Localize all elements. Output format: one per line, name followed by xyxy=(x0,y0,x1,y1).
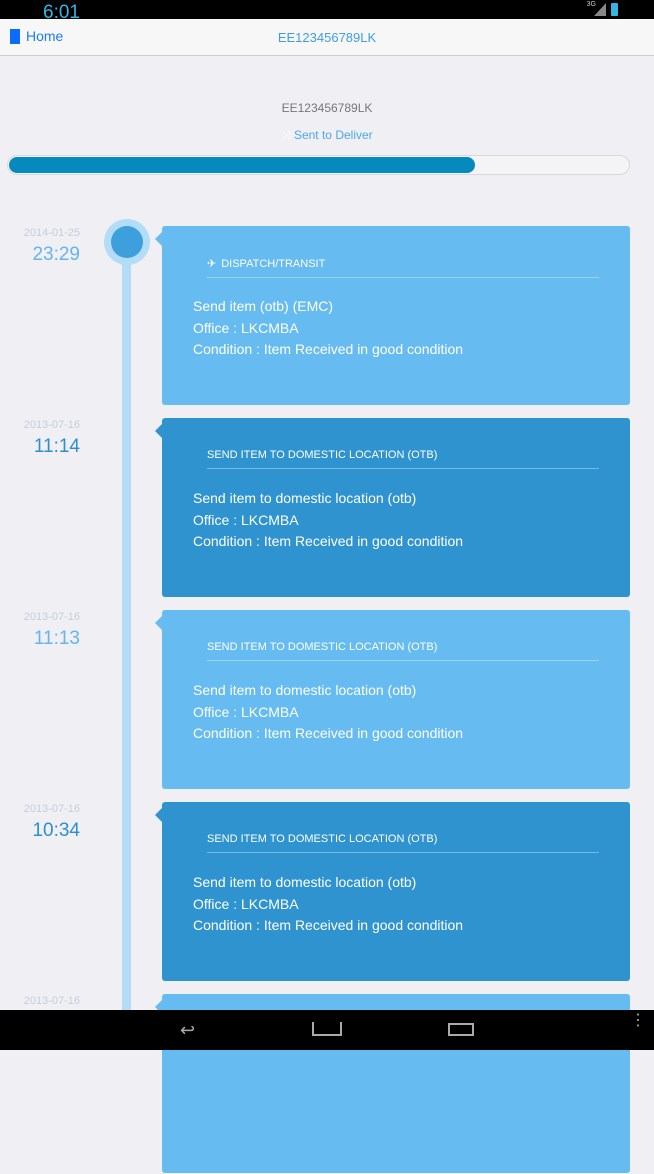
timeline-entry: 2013-07-16 10:34 SEND ITEM TO DOMESTIC LO… xyxy=(0,802,654,982)
event-description: Send item to domestic location (otb) xyxy=(193,682,417,698)
event-condition: Condition : Item Received in good condit… xyxy=(193,725,464,741)
home-nav-icon[interactable] xyxy=(312,1022,342,1036)
event-title: SEND ITEM TO DOMESTIC LOCATION (OTB) xyxy=(207,641,599,661)
event-title-text: SEND ITEM TO DOMESTIC LOCATION (OTB) xyxy=(207,449,438,461)
status-text: Sent to Deliver xyxy=(293,128,373,142)
timeline-current-dot xyxy=(104,219,150,265)
event-time: 11:13 xyxy=(33,628,80,649)
recents-icon[interactable] xyxy=(448,1023,474,1036)
event-date: 2013-07-16 xyxy=(23,611,80,623)
event-date: 2014-01-25 xyxy=(23,227,80,239)
action-bar: Home EE123456789LK xyxy=(0,19,654,56)
event-condition: Condition : Item Received in good condit… xyxy=(193,341,464,357)
app-icon xyxy=(10,28,20,44)
event-title-text: SEND ITEM TO DOMESTIC LOCATION (OTB) xyxy=(207,641,438,653)
event-card[interactable]: ✈DISPATCH/TRANSIT Send item (otb) (EMC) … xyxy=(155,226,630,405)
event-time: 11:14 xyxy=(33,436,80,457)
back-icon[interactable]: ↩ xyxy=(180,1020,196,1040)
signal-icon xyxy=(594,3,606,16)
navigation-bar: ↩ ⋮ xyxy=(0,1010,654,1050)
event-office: Office : LKCMBA xyxy=(193,895,299,912)
event-office: Office : LKCMBA xyxy=(193,511,299,528)
shuffle-icon: ⤨ xyxy=(281,128,291,142)
plane-icon: ✈ xyxy=(207,258,217,270)
home-button[interactable]: Home xyxy=(10,28,63,44)
event-title: SEND ITEM TO DOMESTIC LOCATION (OTB) xyxy=(207,833,599,853)
event-condition: Condition : Item Received in good condit… xyxy=(193,533,464,549)
event-title-text: SEND ITEM TO DOMESTIC LOCATION (OTB) xyxy=(207,833,438,845)
event-description: Send item (otb) (EMC) xyxy=(193,298,334,314)
event-card[interactable]: SEND ITEM TO DOMESTIC LOCATION (OTB) Sen… xyxy=(155,802,630,981)
timeline-line xyxy=(122,240,131,1020)
event-time: 10:34 xyxy=(32,820,80,841)
timeline-entry: 2013-07-16 11:13 SEND ITEM TO DOMESTIC LO… xyxy=(0,610,654,790)
event-date: 2013-07-16 xyxy=(23,995,80,1007)
status-label: ⤨Sent to Deliver xyxy=(0,128,654,143)
event-description: Send item to domestic location (otb) xyxy=(193,874,417,890)
event-date: 2013-07-16 xyxy=(23,419,80,431)
event-card[interactable]: SEND ITEM TO DOMESTIC LOCATION (OTB) Sen… xyxy=(155,610,630,789)
event-office: Office : LKCMBA xyxy=(193,319,299,336)
progress-fill xyxy=(9,157,475,173)
clock: 6:01 xyxy=(43,2,80,23)
event-office: Office : LKCMBA xyxy=(193,703,299,720)
event-time: 23:29 xyxy=(32,244,80,265)
event-title-text: DISPATCH/TRANSIT xyxy=(221,258,326,270)
timeline-entry: 2014-01-25 23:29 ✈ DISPATCH/TRANSIT Send i… xyxy=(0,226,654,406)
network-type: 3G xyxy=(586,1,596,8)
event-description: Send item to domestic location (otb) xyxy=(193,490,417,506)
event-title: SEND ITEM TO DOMESTIC LOCATION (OTB) xyxy=(207,449,599,469)
home-label: Home xyxy=(26,28,64,44)
progress-bar xyxy=(7,155,630,175)
overflow-menu-icon[interactable]: ⋮ xyxy=(630,1012,646,1029)
tracking-number: EE123456789LK xyxy=(281,101,373,115)
event-condition: Condition : Item Received in good condit… xyxy=(193,917,464,933)
event-card[interactable]: SEND ITEM TO DOMESTIC LOCATION (OTB) Sen… xyxy=(155,418,630,597)
event-title: ✈ DISPATCH/TRANSIT xyxy=(207,257,599,278)
event-date: 2013-07-16 xyxy=(23,803,80,815)
page-title: EE123456789LK xyxy=(277,30,377,45)
timeline-entry: 2013-07-16 11:14 SEND ITEM TO DOMESTIC LO… xyxy=(0,418,654,598)
status-bar: 3G 6:01 xyxy=(0,0,654,23)
battery-icon xyxy=(611,3,618,16)
